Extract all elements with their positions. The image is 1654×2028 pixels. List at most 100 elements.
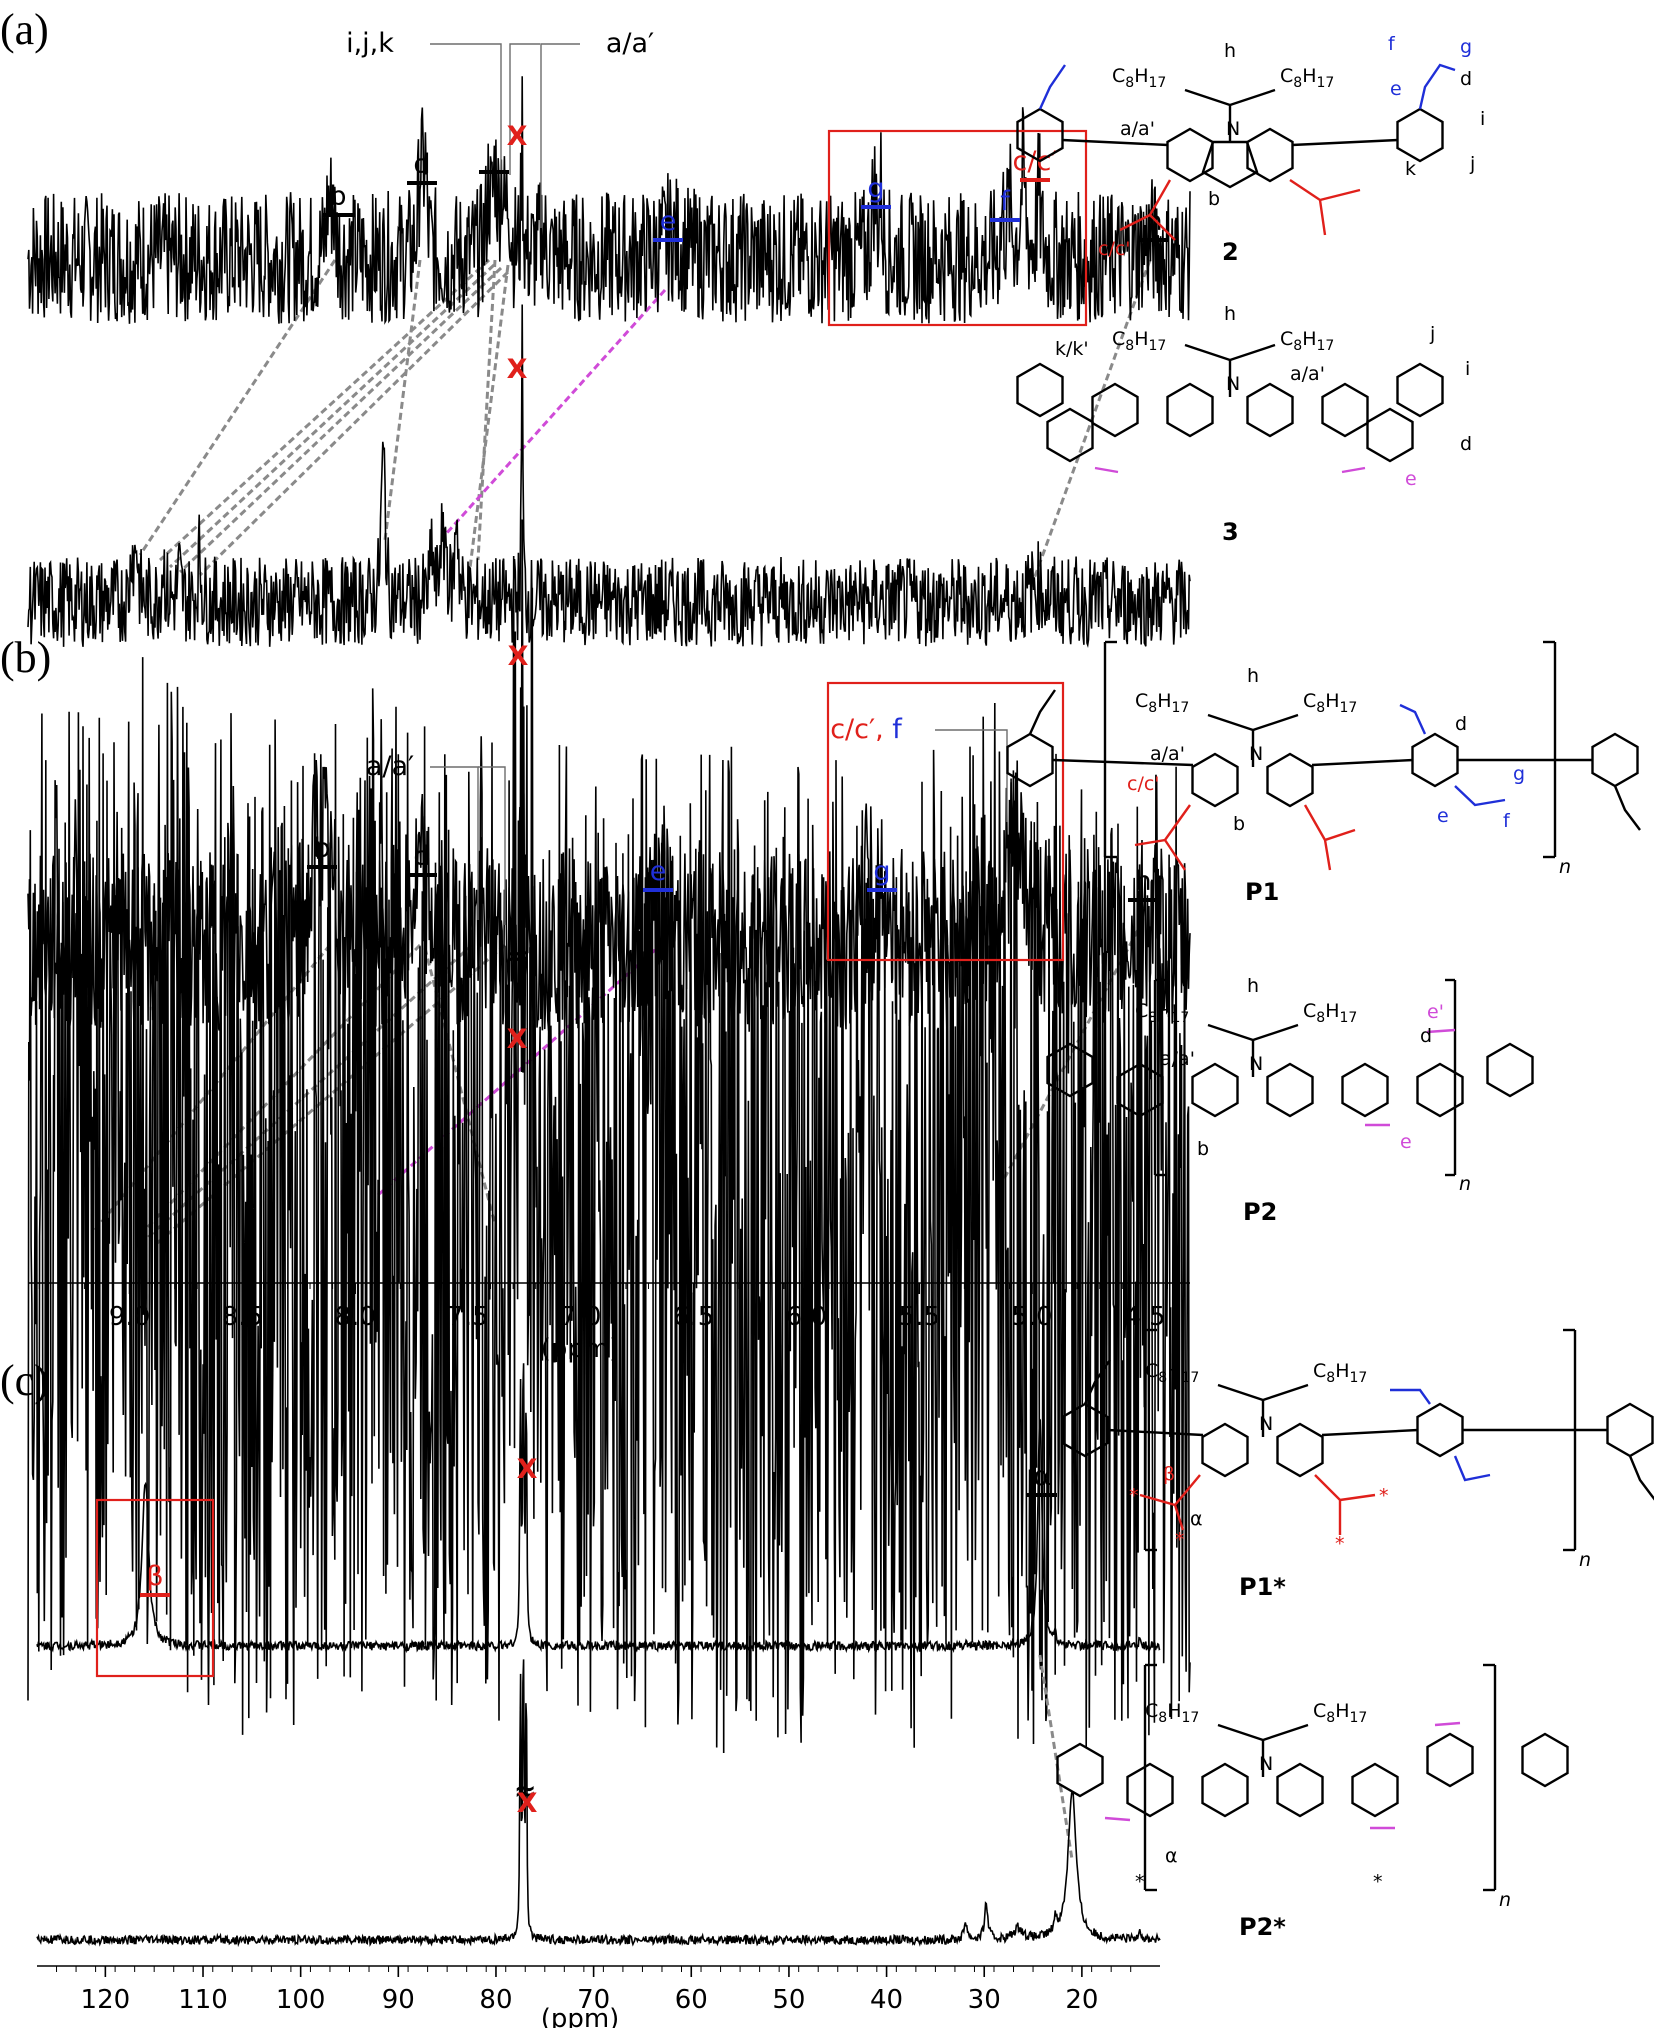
- sP1-name: P1: [1245, 878, 1279, 906]
- sP1s-star-3: *: [1379, 1485, 1389, 1507]
- guide-a-ijk-2: [178, 266, 503, 574]
- subscript: 17: [1149, 75, 1167, 91]
- guide-a-b: [138, 259, 337, 556]
- peak-label-aa: a/a′: [606, 28, 654, 59]
- subscript: 17: [1340, 700, 1358, 716]
- s2-label-j: j: [1469, 153, 1475, 175]
- leader-aa-b-2: [478, 766, 506, 925]
- sP2-alkyl-right: C8H17: [1303, 1000, 1357, 1026]
- peak-label-b-aa: a/a′: [366, 751, 414, 782]
- tick-label-b-1: 8.5: [222, 1302, 263, 1332]
- sP1-N: N: [1249, 743, 1263, 765]
- element-symbol: C: [1280, 328, 1293, 350]
- structure-P1: N C8H17 C8H17 h a/a' b c/c' d e f g n P1: [1006, 640, 1641, 906]
- sP2-label-h: h: [1247, 975, 1259, 997]
- sP1-alkyl-right: C8H17: [1303, 690, 1357, 716]
- leader-aa: [540, 43, 580, 228]
- sP1-label-aa: a/a': [1150, 743, 1185, 765]
- s2-label-d: d: [1460, 68, 1472, 90]
- structure-P2-star: N C8H17 C8H17 α * * n P2*: [1056, 1663, 1569, 1941]
- sP1s-star-1: *: [1129, 1485, 1139, 1507]
- s3-N: N: [1226, 373, 1240, 395]
- s2-label-aa: a/a': [1120, 118, 1155, 140]
- sP2-label-e-prime: e': [1427, 1001, 1444, 1023]
- guide-a-ijk-1: [168, 263, 496, 569]
- peak-label-b-e: e: [650, 856, 667, 887]
- s3-label-i: i: [1465, 358, 1470, 380]
- s2-label-g: g: [1460, 36, 1472, 58]
- s2-label-i: i: [1480, 108, 1485, 130]
- solvent-mark-P1-star: X: [517, 1454, 538, 1485]
- highlight-box-a: [827, 129, 1088, 327]
- spectrum-compound-2: [27, 76, 1191, 325]
- subscript: 17: [1149, 338, 1167, 354]
- highlight-box-c: [95, 1498, 215, 1678]
- axis-label-c: (ppm): [541, 2004, 620, 2028]
- subscript: 17: [1182, 1370, 1200, 1386]
- s2-label-b: b: [1208, 188, 1220, 210]
- tick-label-c-5: 70: [577, 1985, 610, 2015]
- sP1s-label-alpha: α: [1190, 1508, 1203, 1530]
- tick-label-c-7: 50: [772, 1985, 805, 2015]
- s3-label-h: h: [1224, 303, 1236, 325]
- peak-label-beta: β: [146, 1561, 163, 1592]
- peak-label-b-g: g: [873, 856, 890, 887]
- sP1s-n: n: [1579, 1549, 1591, 1571]
- s2-alkyl-left: C8H17: [1112, 65, 1166, 91]
- solvent-mark-2: X: [507, 121, 528, 152]
- sP2s-N: N: [1259, 1753, 1273, 1775]
- sP1s-alkyl-right: C8H17: [1313, 1360, 1367, 1386]
- structure-compound-2: N C8H17 C8H17 h a/a' b c/c' d e f g i j …: [1016, 33, 1485, 266]
- solvent-mark-P2: X: [507, 1024, 528, 1055]
- sP1-label-cc: c/c': [1127, 773, 1160, 795]
- subscript: 8: [1158, 1370, 1167, 1386]
- sP2-n: n: [1459, 1173, 1471, 1195]
- sP1s-alkyl-left: C8H17: [1145, 1360, 1199, 1386]
- assignment-guides-c: [1038, 1654, 1074, 1861]
- subscript: 17: [1350, 1710, 1368, 1726]
- guide-a-ijk-0: [158, 258, 491, 562]
- structure-P1-star: N C8H17 C8H17 β α * * * * n P1*: [1061, 1328, 1654, 1601]
- peak-label-h: h: [1145, 206, 1162, 237]
- spectrum-P2-star: [36, 1659, 1161, 1948]
- sP2-name: P2: [1243, 1198, 1277, 1226]
- subscript: 17: [1340, 1010, 1358, 1026]
- structure-compound-3: N C8H17 C8H17 h k/k' a/a' j i d e 3: [1016, 303, 1472, 546]
- s2-label-e: e: [1390, 78, 1402, 100]
- spectrum-compound-3: [27, 304, 1191, 648]
- sP1-label-h: h: [1247, 665, 1259, 687]
- s3-label-d: d: [1460, 433, 1472, 455]
- element-symbol: H: [1302, 65, 1316, 87]
- s3-alkyl-left: C8H17: [1112, 328, 1166, 354]
- tick-label-c-3: 90: [382, 1985, 415, 2015]
- label-ccf-red: c/c′,: [830, 714, 884, 745]
- peak-label-b-ccf: c/c′, f: [830, 714, 903, 745]
- sP2-label-aa: a/a': [1160, 1048, 1195, 1070]
- element-symbol: H: [1157, 1000, 1171, 1022]
- label-ccf-blue: f: [884, 714, 904, 745]
- peak-label-ijk: i,j,k: [346, 28, 394, 59]
- panel-b-letter: (b): [0, 633, 51, 682]
- peak-label-cc: c/c′: [1013, 146, 1058, 177]
- sP2s-star-1: *: [1135, 1871, 1145, 1893]
- element-symbol: C: [1135, 1000, 1148, 1022]
- element-symbol: C: [1145, 1360, 1158, 1382]
- subscript: 8: [1326, 1710, 1335, 1726]
- leader-ijk: [430, 43, 502, 170]
- guide-a-ijk-3: [198, 270, 510, 577]
- break-mark-b: ≈: [506, 941, 529, 972]
- leader-ijk-2: [509, 43, 540, 175]
- s3-label-aa: a/a': [1290, 363, 1325, 385]
- sP2s-label-alpha: α: [1165, 1845, 1178, 1867]
- element-symbol: H: [1134, 328, 1148, 350]
- peak-label-e: e: [660, 206, 677, 237]
- s2-label-cc: c/c': [1098, 238, 1131, 260]
- peak-label-b-h: h: [1134, 866, 1151, 897]
- s2-name: 2: [1222, 238, 1239, 266]
- guide-a-e: [443, 288, 667, 537]
- tick-label-b-8: 5.0: [1011, 1302, 1052, 1332]
- subscript: 17: [1350, 1370, 1368, 1386]
- element-symbol: H: [1167, 1700, 1181, 1722]
